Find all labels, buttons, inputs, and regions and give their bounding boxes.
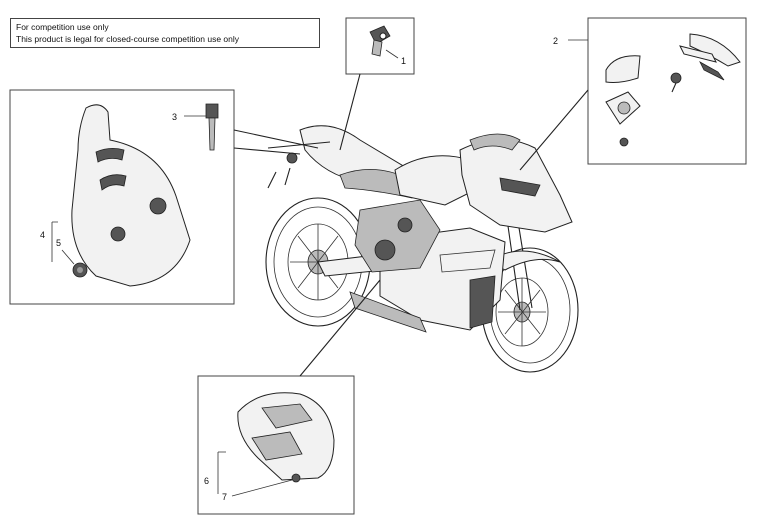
callout-7: 7 bbox=[222, 492, 227, 502]
headlight bbox=[499, 177, 541, 197]
windscreen bbox=[469, 133, 521, 151]
part-2-box: 2 bbox=[519, 17, 747, 171]
callout-2: 2 bbox=[553, 36, 558, 46]
radiator-vent bbox=[469, 275, 496, 329]
front-fender bbox=[486, 250, 561, 271]
leader-line-6 bbox=[299, 279, 381, 377]
notice-line-1: For competition use only bbox=[16, 22, 109, 32]
notice-line-2: This product is legal for closed-course … bbox=[16, 34, 239, 44]
bracket-6 bbox=[217, 451, 226, 494]
callout-5: 5 bbox=[56, 238, 61, 248]
callout-4: 4 bbox=[40, 230, 45, 240]
leader-line-2 bbox=[519, 89, 589, 171]
callout-1: 1 bbox=[401, 56, 406, 66]
callout-3: 3 bbox=[172, 112, 177, 122]
competition-notice: For competition use only This product is… bbox=[10, 18, 320, 48]
motorcycle-illustration bbox=[265, 125, 579, 373]
leader-line-3b bbox=[233, 147, 301, 155]
part-5-screw bbox=[72, 262, 88, 278]
part-1-sensor bbox=[369, 25, 391, 57]
leader-line-1 bbox=[339, 73, 361, 151]
bracket-4 bbox=[51, 221, 58, 262]
part-2-mirror-blanks bbox=[605, 33, 741, 147]
exhaust bbox=[349, 291, 427, 333]
part-6-7-box: 6 7 bbox=[197, 279, 381, 515]
leader-line-3a bbox=[233, 129, 319, 149]
part-3-5-box: 3 4 5 bbox=[9, 89, 319, 305]
part-4-heel-guard bbox=[71, 104, 191, 287]
rear-set-lever bbox=[267, 141, 331, 189]
part-6-sprocket-cover bbox=[237, 392, 335, 483]
part-1-box: 1 bbox=[339, 17, 415, 151]
callout-6: 6 bbox=[204, 476, 209, 486]
part-3-bolt bbox=[205, 103, 219, 151]
